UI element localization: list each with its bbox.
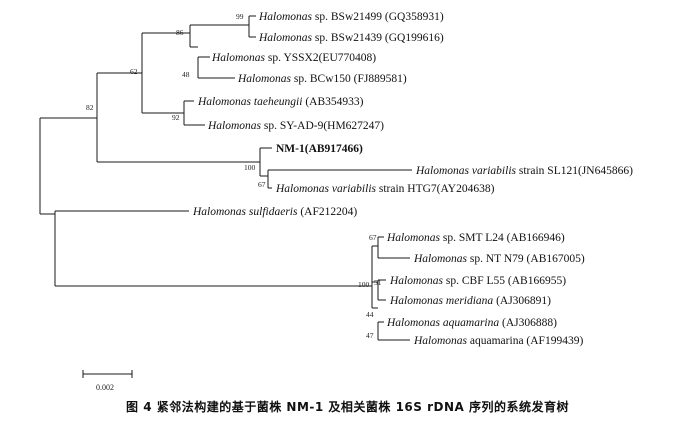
bootstrap-value: 47 (366, 331, 374, 340)
leaf-label: Halomonas sp. BSw21439 (GQ199616) (258, 32, 444, 44)
scale-bar: 0.002 (82, 370, 133, 392)
bootstrap-value: 86 (176, 28, 184, 37)
bootstrap-value: 99 (236, 12, 244, 21)
leaf-label: Halomonas aquamarina (AF199439) (413, 335, 583, 347)
leaf-label: Halomonas meridiana (AJ306891) (389, 295, 551, 307)
bootstrap-value: 67 (258, 180, 266, 189)
bootstrap-value: 62 (130, 67, 138, 76)
bootstrap-value: 82 (86, 103, 94, 112)
leaf-label: Halomonas sp. YSSX2(EU770408) (211, 52, 376, 64)
leaf-label: Halomonas taeheungii (AB354933) (197, 96, 364, 108)
leaf-label: Halomonas sp. NT N79 (AB167005) (413, 253, 585, 265)
leaf-label: Halomonas sulfidaeris (AF212204) (192, 206, 357, 218)
bootstrap-value: 92 (172, 113, 180, 122)
bootstrap-value: 100 (244, 163, 256, 172)
leaf-label: Halomonas sp. SMT L24 (AB166946) (386, 232, 565, 244)
bootstrap-value: 67 (369, 233, 377, 242)
scale-label: 0.002 (96, 383, 114, 392)
leaf-label: Halomonas sp. CBF L55 (AB166955) (389, 275, 566, 287)
leaf-label: Halomonas variabilis strain SL121(JN6458… (415, 165, 633, 177)
leaf-label: NM-1(AB917466) (276, 143, 363, 155)
bootstrap-value: 48 (182, 70, 190, 79)
bootstrap-value: 51 (374, 278, 382, 287)
figure-caption: 图 4 紧邻法构建的基于菌株 NM-1 及相关菌株 16S rDNA 序列的系统… (126, 400, 569, 414)
leaf-label: Halomonas sp. SY-AD-9(HM627247) (207, 120, 384, 132)
leaf-label: Halomonas sp. BCw150 (FJ889581) (237, 73, 407, 85)
leaf-label: Halomonas aquamarina (AJ306888) (386, 317, 557, 329)
leaf-label: Halomonas variabilis strain HTG7(AY20463… (275, 183, 495, 195)
bootstrap-value: 44 (366, 310, 374, 319)
leaf-label: Halomonas sp. BSw21499 (GQ358931) (258, 11, 444, 23)
bootstrap-value: 100 (358, 280, 370, 289)
